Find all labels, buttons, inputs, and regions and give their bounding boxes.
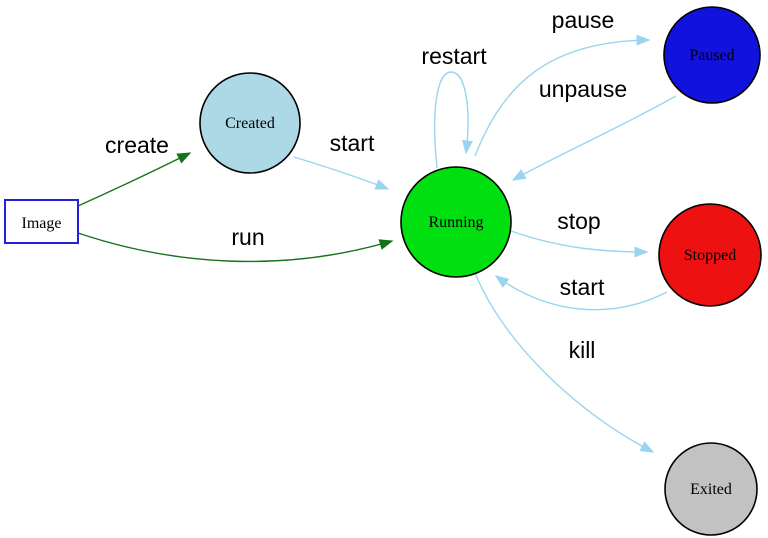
edge-restart-label: restart <box>421 43 487 69</box>
node-created: Created <box>199 72 301 174</box>
edge-create: create <box>77 132 192 207</box>
node-exited-label: Exited <box>690 481 732 498</box>
edge-start-stopped-running: start <box>494 274 668 311</box>
node-stopped-label: Stopped <box>684 247 736 264</box>
nodes-layer: Image Created Running Paused Stopped Exi <box>4 6 762 536</box>
edges-layer: create run start restart pause unpause <box>77 7 677 453</box>
node-image: Image <box>4 199 79 244</box>
edge-create-label: create <box>105 132 169 158</box>
edge-start-created-running: start <box>293 130 390 190</box>
node-paused-shape <box>663 6 761 104</box>
edge-start-lower-path <box>494 275 668 311</box>
edge-unpause-path <box>511 95 677 181</box>
node-running-shape <box>400 166 512 278</box>
edge-restart-self-loop: restart <box>421 43 487 169</box>
edge-kill: kill <box>474 272 655 453</box>
edge-unpause-label: unpause <box>539 76 627 102</box>
edge-restart-path <box>433 71 474 169</box>
node-image-shape <box>4 199 79 244</box>
edge-run: run <box>77 224 394 263</box>
edge-run-path <box>77 232 394 263</box>
edge-stop-label: stop <box>557 208 600 234</box>
node-paused: Paused <box>663 6 761 104</box>
edge-stop: stop <box>510 208 649 258</box>
edge-run-label: run <box>231 224 264 250</box>
node-created-shape <box>199 72 301 174</box>
edge-start-top-path <box>293 156 390 190</box>
node-running: Running <box>400 166 512 278</box>
edge-kill-path <box>474 272 655 453</box>
node-stopped: Stopped <box>658 203 762 307</box>
edge-start-lower-label: start <box>560 274 605 300</box>
node-created-label: Created <box>225 115 275 132</box>
edge-pause: pause <box>474 7 651 157</box>
edge-pause-path <box>474 34 651 157</box>
edge-stop-path <box>510 230 649 258</box>
edge-start-top-label: start <box>330 130 375 156</box>
node-running-label: Running <box>428 214 483 231</box>
node-paused-label: Paused <box>689 47 734 64</box>
node-stopped-shape <box>658 203 762 307</box>
edge-pause-label: pause <box>552 7 615 33</box>
edge-unpause: unpause <box>511 76 677 181</box>
node-exited: Exited <box>664 442 758 536</box>
node-image-label: Image <box>22 215 62 232</box>
edge-kill-label: kill <box>569 337 596 363</box>
edge-create-path <box>77 152 192 207</box>
node-exited-shape <box>664 442 758 536</box>
